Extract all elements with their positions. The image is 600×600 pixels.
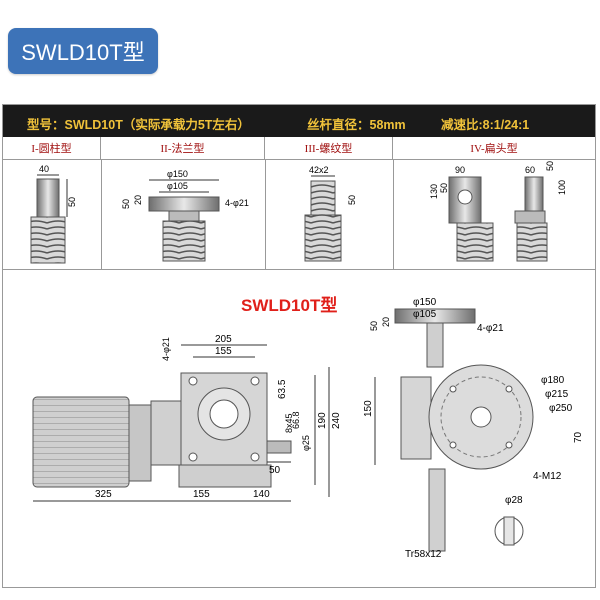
t2-d2: φ105: [167, 181, 188, 191]
model-spec: 型号：SWLD10T（实际承载力5T左右）: [27, 118, 250, 132]
dim-140: 140: [253, 489, 270, 500]
dim-240: 240: [331, 412, 342, 429]
top-d1: φ150: [413, 297, 437, 308]
dim-190: 190: [317, 412, 328, 429]
t2-h1: 50: [121, 199, 131, 209]
t2-h2: 20: [133, 195, 143, 205]
type-cylinder-drawing: 40 50: [30, 164, 77, 264]
main-title: SWLD10T型: [241, 296, 338, 315]
top-holes: 4-φ21: [477, 323, 504, 334]
type-flat-label: IV-扁头型: [470, 143, 518, 155]
reduction-ratio: 减速比:8:1/24:1: [441, 118, 530, 132]
dim-66-8: 66.8: [291, 411, 301, 429]
dim-63-5: 63.5: [277, 379, 288, 399]
top-d2: φ105: [413, 309, 437, 320]
t4-h2: 50: [439, 183, 449, 193]
t4-h4: 100: [557, 180, 567, 195]
dim-phi215: φ215: [545, 389, 569, 400]
type-row: I-圆柱型 II-法兰型 III-螺纹型 IV-扁头型: [3, 137, 595, 160]
type-thread-drawing: 42x2 50: [304, 165, 357, 262]
technical-drawing: 40 50 φ150 φ105 4-φ21 50 20 42x2 50: [30, 161, 584, 560]
type-thread-label: III-螺纹型: [265, 137, 393, 159]
dim-205: 205: [215, 334, 232, 345]
screw-diameter: 丝杆直径：58mm: [307, 118, 406, 132]
t1-height: 50: [67, 197, 77, 207]
type-flange-label: II-法兰型: [101, 137, 265, 159]
t3-width: 42x2: [309, 165, 329, 175]
type-cylinder-label: I-圆柱型: [3, 137, 101, 159]
dim-phi25: φ25: [301, 435, 311, 451]
thread-spec: Tr58x12: [405, 549, 442, 560]
dim-155: 155: [215, 346, 232, 357]
t3-height: 50: [347, 195, 357, 205]
model-badge: SWLD10T型: [8, 28, 158, 74]
type-flat-drawing: 90 130 50 60 50 100: [429, 161, 567, 262]
top-h1: 50: [369, 321, 379, 331]
spec-sheet: 型号：SWLD10T（实际承载力5T左右） 丝杆直径：58mm 减速比:8:1/…: [2, 104, 596, 588]
t4-w1: 90: [455, 165, 465, 175]
dim-50: 50: [269, 465, 281, 476]
t4-h3: 50: [545, 161, 555, 171]
t4-h1: 130: [429, 184, 439, 199]
type-flange-drawing: φ150 φ105 4-φ21 50 20: [121, 169, 249, 262]
dim-325: 325: [95, 489, 112, 500]
dim-m12: 4-M12: [533, 471, 562, 482]
dim-155b: 155: [193, 489, 210, 500]
t1-width: 40: [39, 164, 49, 174]
dim-phi180: φ180: [541, 375, 565, 386]
spec-header: 型号：SWLD10T（实际承载力5T左右） 丝杆直径：58mm 减速比:8:1/…: [3, 105, 595, 137]
dim-8x45: 8x45: [284, 413, 294, 433]
dim-150: 150: [363, 400, 374, 417]
holes-left: 4-φ21: [161, 337, 171, 361]
main-front-view: 205 155 4-φ21 63.5 66.8 8x45 φ25 190 240…: [32, 334, 342, 502]
t2-d1: φ150: [167, 169, 188, 179]
main-side-view: φ150 φ105 4-φ21 50 20 150 φ180 φ215 φ250…: [363, 297, 584, 560]
dim-phi28: φ28: [505, 495, 523, 506]
dim-70: 70: [573, 431, 584, 443]
t4-w2: 60: [525, 165, 535, 175]
top-h2: 20: [381, 317, 391, 327]
t2-holes: 4-φ21: [225, 198, 249, 208]
dim-phi250: φ250: [549, 403, 573, 414]
